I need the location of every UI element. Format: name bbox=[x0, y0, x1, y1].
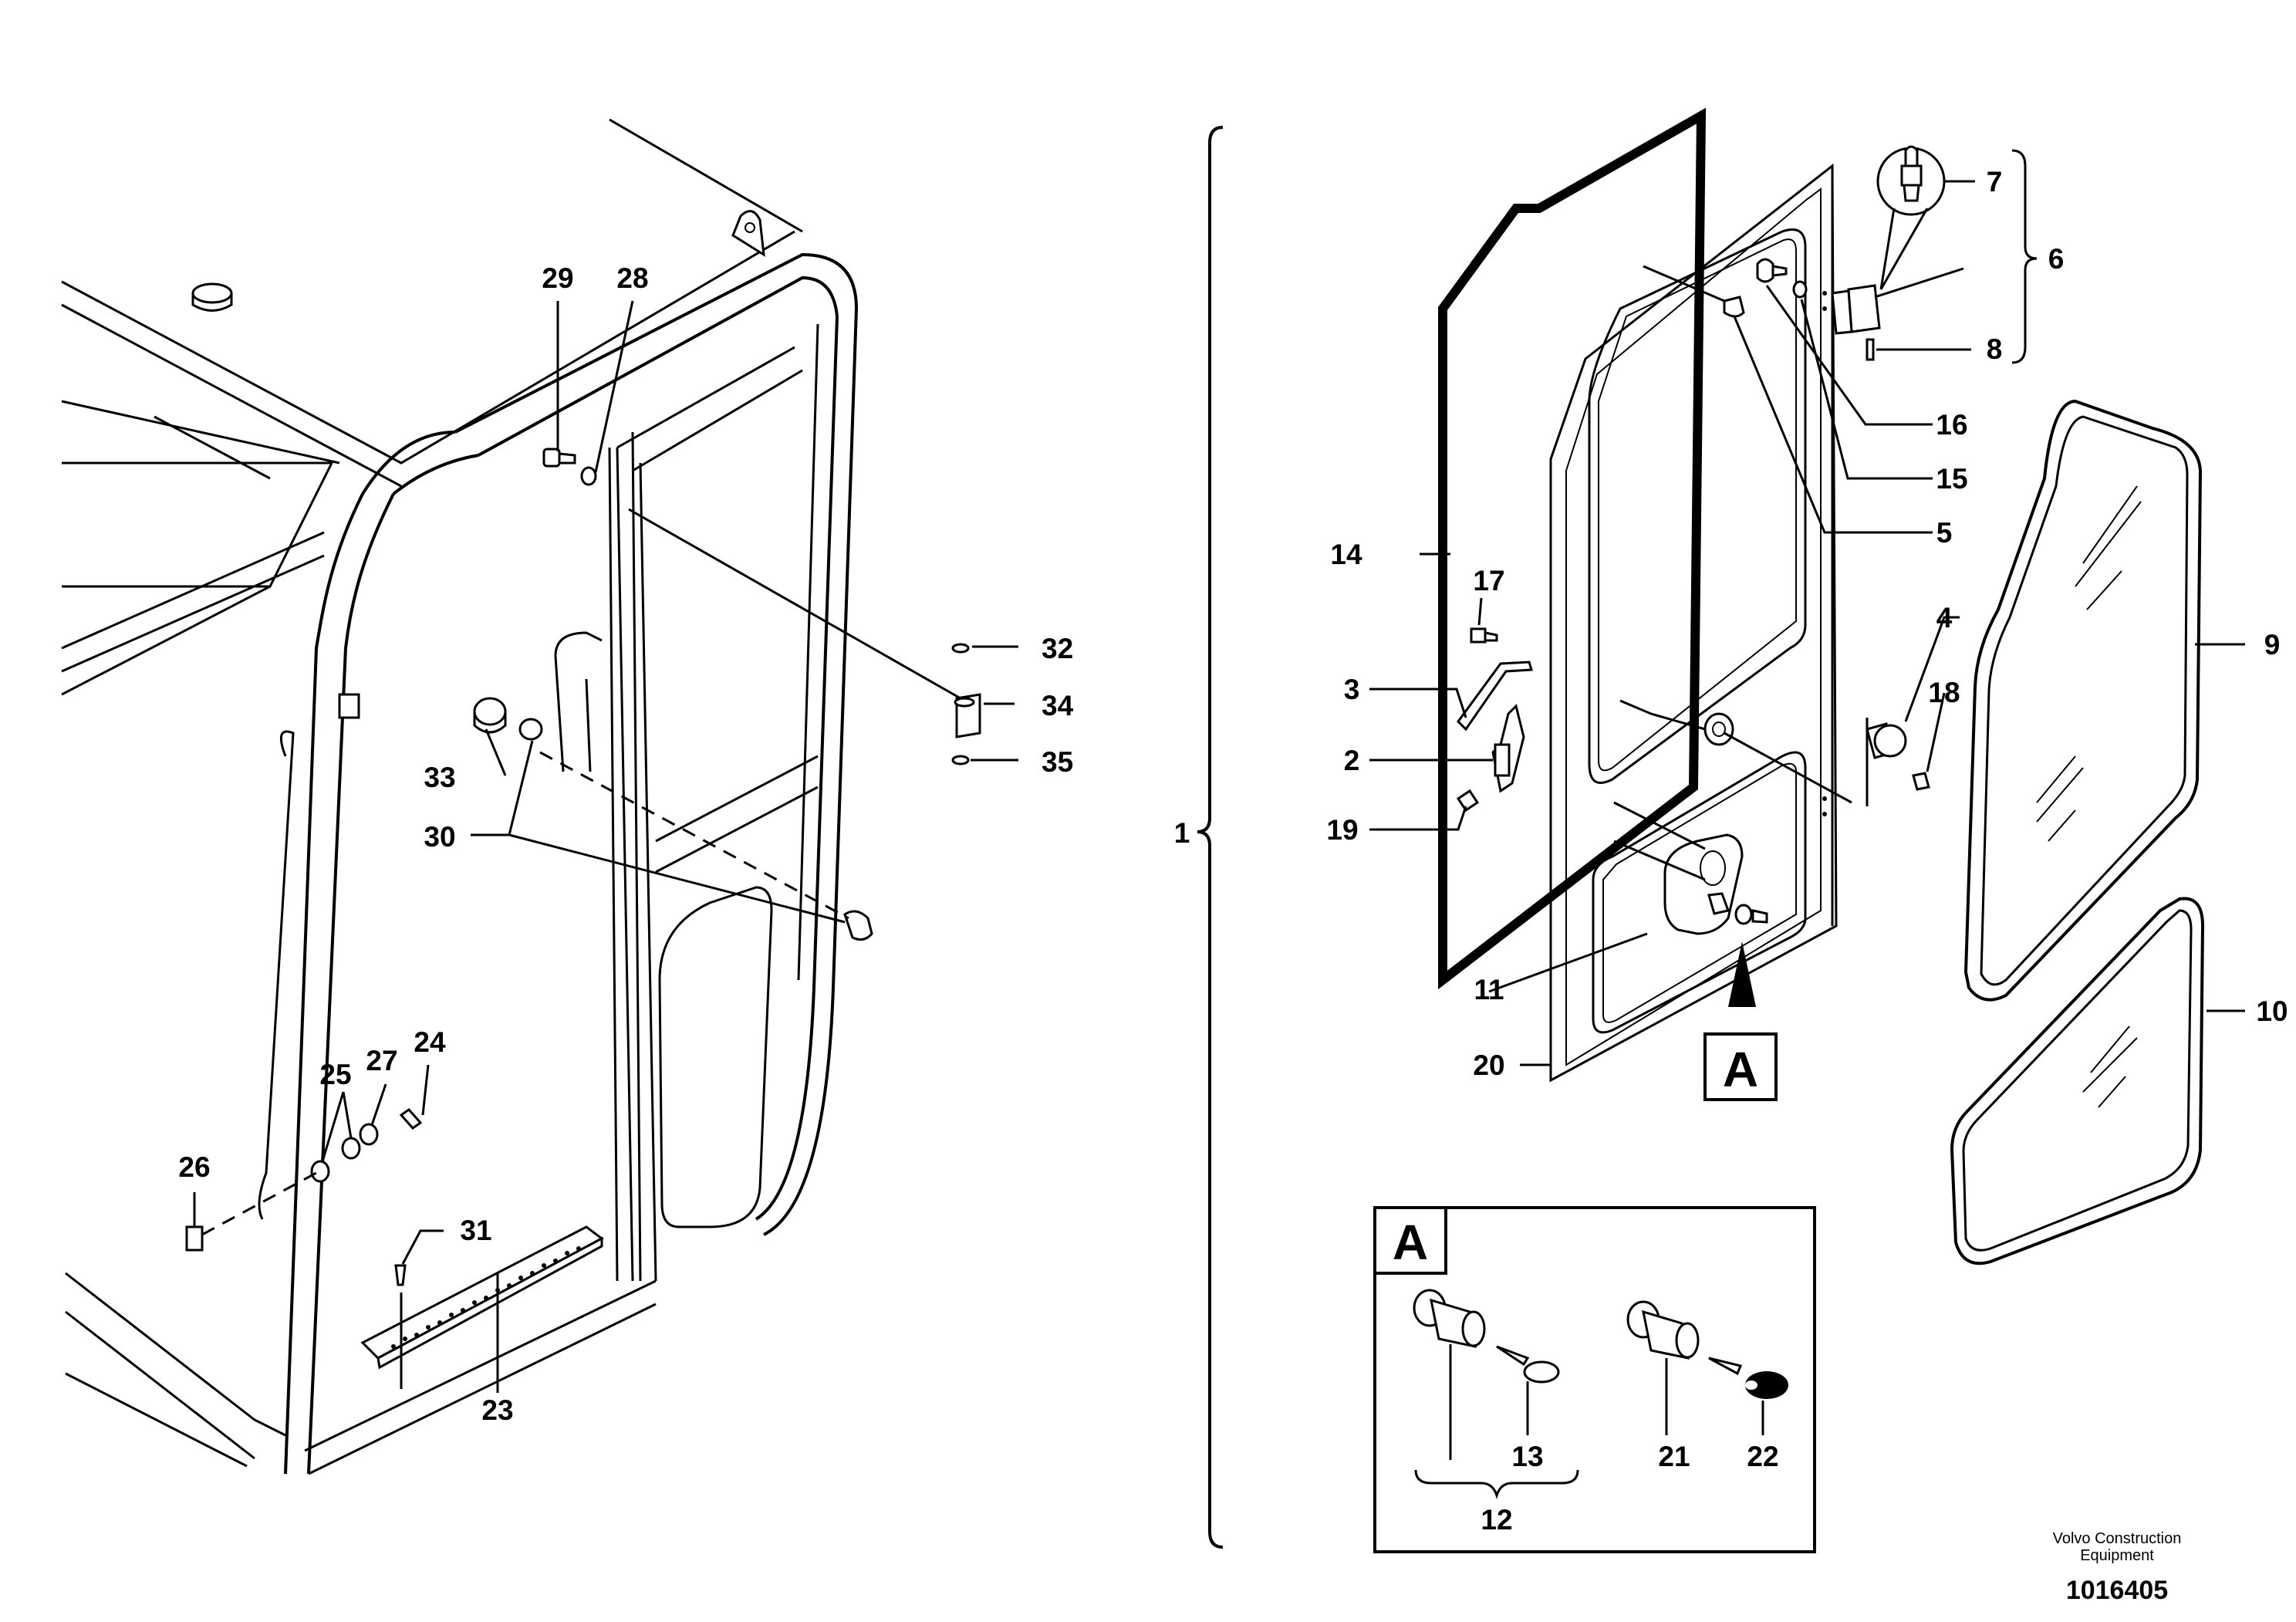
callout-7: 7 bbox=[1987, 166, 2003, 198]
callout-6: 6 bbox=[2048, 243, 2065, 275]
callout-15: 15 bbox=[1936, 463, 1967, 495]
footer: Volvo Construction Equipment 1016405 bbox=[2053, 1530, 2182, 1605]
callout-11: 11 bbox=[1474, 974, 1504, 1005]
callout-8: 8 bbox=[1987, 333, 2003, 365]
callout-20: 20 bbox=[1473, 1049, 1504, 1081]
callout-14: 14 bbox=[1330, 539, 1362, 570]
callout-5: 5 bbox=[1936, 517, 1953, 549]
callout-23: 23 bbox=[481, 1394, 513, 1426]
callout-21: 21 bbox=[1658, 1441, 1690, 1472]
callout-9: 9 bbox=[2264, 629, 2281, 661]
callout-2: 2 bbox=[1344, 745, 1360, 776]
detail-a-marker-group: A bbox=[1703, 941, 1778, 1101]
callout-3: 3 bbox=[1344, 674, 1360, 705]
callout-29: 29 bbox=[542, 262, 573, 294]
callout-numbers: 29 28 32 34 35 33 30 24 27 25 26 31 23 1… bbox=[178, 166, 2288, 1536]
company-name-line1: Volvo Construction bbox=[2053, 1530, 2182, 1547]
callout-27: 27 bbox=[366, 1045, 397, 1076]
callout-30: 30 bbox=[424, 821, 455, 853]
step-plate-drawing bbox=[360, 1225, 604, 1370]
window-panes bbox=[1950, 399, 2205, 1265]
callout-16: 16 bbox=[1936, 409, 1967, 441]
callout-34: 34 bbox=[1042, 690, 1074, 721]
callout-25: 25 bbox=[319, 1059, 351, 1090]
detail-a-box-label: A bbox=[1393, 1215, 1428, 1270]
detail-a-marker: A bbox=[1723, 1042, 1758, 1097]
cab-leader-lines bbox=[193, 300, 1018, 1393]
callout-17: 17 bbox=[1473, 565, 1504, 596]
cab-frame-drawing bbox=[61, 118, 858, 1475]
callout-19: 19 bbox=[1326, 814, 1358, 846]
callout-13: 13 bbox=[1511, 1441, 1543, 1472]
drawing-number: 1016405 bbox=[2066, 1576, 2168, 1605]
callout-4: 4 bbox=[1936, 602, 1953, 634]
callout-31: 31 bbox=[460, 1215, 491, 1246]
callout-10: 10 bbox=[2256, 995, 2288, 1027]
callout-12: 12 bbox=[1481, 1504, 1512, 1536]
callout-18: 18 bbox=[1928, 677, 1960, 708]
door-leader-lines bbox=[1369, 149, 2245, 1066]
detail-a-box: A bbox=[1373, 1206, 1816, 1553]
company-name-line2: Equipment bbox=[2080, 1547, 2154, 1564]
cab-hardware-parts bbox=[185, 448, 981, 1286]
callout-35: 35 bbox=[1042, 746, 1073, 778]
callout-26: 26 bbox=[178, 1151, 210, 1183]
door-hardware-parts bbox=[1456, 145, 1946, 935]
callout-24: 24 bbox=[414, 1026, 446, 1058]
callout-33: 33 bbox=[424, 762, 455, 793]
door-assembly-bracket bbox=[1197, 126, 1224, 1549]
callout-28: 28 bbox=[616, 262, 648, 294]
callout-32: 32 bbox=[1042, 633, 1073, 664]
callout-1: 1 bbox=[1174, 817, 1190, 849]
callout-22: 22 bbox=[1747, 1441, 1778, 1472]
